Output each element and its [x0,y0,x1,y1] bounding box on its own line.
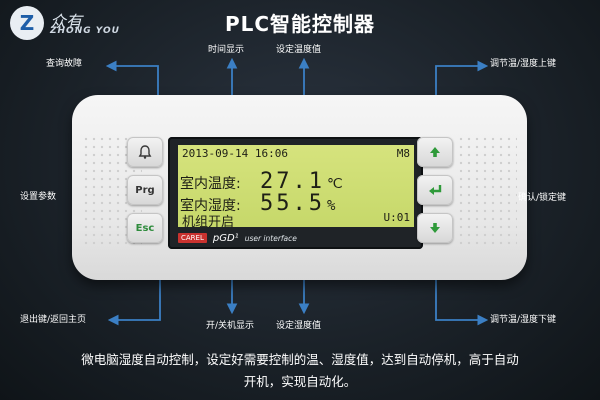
lcd-screen: 2013-09-14 16:06 M8 室内温度: 27.1 ℃ 室内湿度: 5… [178,145,414,230]
label-down-key: 调节温/湿度下键 [490,315,557,325]
down-arrow-icon [430,223,440,233]
prg-button-label: Prg [135,184,155,196]
description-line-1: 微电脑湿度自动控制，设定好需要控制的温、湿度值，达到自动停机，高于自动 [81,352,519,367]
alarm-button[interactable] [127,137,163,167]
label-set-params: 设置参数 [20,192,57,202]
lcd-temperature-value: 27.1 [260,169,325,194]
lcd-temperature-row: 室内温度: 27.1 ℃ [178,169,414,194]
label-confirm-lock: 确认/锁定键 [518,193,567,203]
label-set-humidity: 设定湿度值 [276,321,322,331]
lcd-humidity-row: 室内湿度: 55.5 % [178,191,414,216]
label-fault-query: 查询故障 [46,59,83,69]
brand-strip: CAREL pGD¹ user interface [178,231,414,245]
description-line-2: 开机，实现自动化。 [243,374,357,389]
enter-icon [429,185,442,195]
logo-mark: Z [10,6,44,40]
esc-button[interactable]: Esc [127,213,163,243]
lcd-datetime: 2013-09-14 16:06 [182,147,288,160]
label-set-temperature: 设定温度值 [276,45,322,55]
user-interface-text: user interface [244,233,297,243]
speaker-grille-right [457,135,517,245]
carel-badge: CAREL [178,233,207,243]
prg-button[interactable]: Prg [127,175,163,205]
up-button[interactable] [417,137,453,167]
logo-english-text: ZHONG YOU [50,26,120,36]
lcd-humidity-label: 室内湿度: [180,198,241,214]
lcd-temperature-unit: ℃ [326,176,343,192]
pgd-model: pGD¹ [212,232,239,244]
enter-button[interactable] [417,175,453,205]
lcd-humidity-value: 55.5 [260,191,325,216]
lcd-humidity-unit: % [326,198,336,214]
brand-logo: Z 众有 ZHONG YOU [10,6,130,42]
lcd-header: 2013-09-14 16:06 M8 [178,147,414,163]
controller-device: Prg Esc 2013-09-14 16:06 M8 室内温度: 27.1 ℃… [72,95,527,280]
esc-button-label: Esc [135,222,155,234]
display-bezel: 2013-09-14 16:06 M8 室内温度: 27.1 ℃ 室内湿度: 5… [168,137,423,249]
label-onoff-display: 开/关机显示 [206,321,255,331]
lcd-mode: M8 [396,147,410,160]
down-button[interactable] [417,213,453,243]
lcd-footer: 机组开启 U:01 [178,211,414,230]
label-exit-home: 退出键/返回主页 [20,315,87,325]
lcd-status: 机组开启 [182,215,235,230]
page-title: PLC智能控制器 [224,12,376,36]
label-time-display: 时间显示 [208,45,245,55]
label-up-key: 调节温/湿度上键 [490,59,557,69]
bell-icon [138,145,152,159]
up-arrow-icon [430,147,440,157]
logo-chinese-text: 众有 [50,12,83,31]
lcd-unit-id: U:01 [383,211,411,224]
lcd-temperature-label: 室内温度: [180,176,241,192]
